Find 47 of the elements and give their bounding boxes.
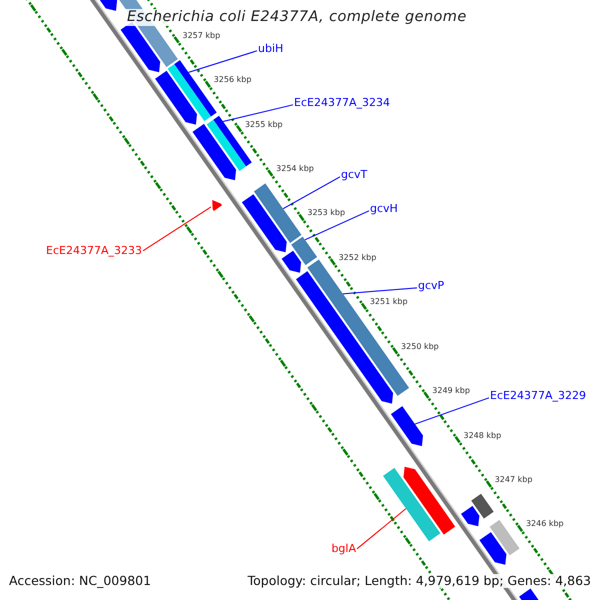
- gene-feature: [383, 468, 440, 542]
- leader-line: [356, 508, 406, 550]
- gene-feature: [206, 120, 246, 171]
- scale-label: 3250 kbp: [401, 342, 439, 351]
- gene-label: gcvT: [341, 168, 368, 182]
- gene-label: EcE24377A_3229: [490, 390, 586, 402]
- scale-label: 3246 kbp: [526, 519, 564, 529]
- scale-label: 3257 kbp: [182, 30, 220, 40]
- gene-feature: [282, 250, 302, 273]
- leader-line: [342, 287, 418, 294]
- gene-label: gcvH: [370, 202, 398, 216]
- scale-label: 3248 kbp: [463, 430, 502, 440]
- scale-label: 3247 kbp: [494, 474, 532, 484]
- gene-label: gcvP: [418, 280, 444, 292]
- leader-line: [142, 206, 212, 252]
- scale-label: 3253 kbp: [307, 208, 346, 218]
- gene-feature: [242, 194, 287, 252]
- leader-line: [414, 397, 490, 425]
- accession-text: Accession: NC_009801: [9, 574, 152, 588]
- gene-label: bglA: [331, 542, 356, 556]
- gene-feature: [490, 520, 520, 556]
- gene-label: EcE24377A_3234: [294, 96, 390, 110]
- genome-info-text: Topology: circular; Length: 4,979,619 bp; Genes: 4,863: [248, 574, 591, 588]
- gene-feature: [461, 506, 480, 526]
- gene-label: EcE24377A_3233: [46, 244, 142, 258]
- scale-label: 3254 kbp: [276, 164, 314, 174]
- leader-line: [222, 104, 294, 122]
- scale-label: 3249 kbp: [432, 386, 470, 396]
- gene-feature: [404, 466, 456, 535]
- gene-feature: [155, 70, 197, 125]
- gene-feature: [390, 406, 423, 446]
- gene-feature: [479, 532, 506, 565]
- gene-label: ubiH: [258, 42, 284, 56]
- scale-label: 3255 kbp: [244, 120, 283, 129]
- scale-label: 3252 kbp: [338, 252, 376, 262]
- gene-feature: [168, 64, 211, 122]
- scale-label: 3251 kbp: [370, 297, 408, 306]
- gene-feature: [296, 271, 394, 404]
- gene-feature: [291, 236, 318, 266]
- gene-feature: [254, 183, 302, 243]
- leader-line: [304, 210, 370, 240]
- gene-feature: [192, 124, 236, 180]
- gene-feature: [212, 200, 222, 211]
- leader-line: [282, 176, 340, 210]
- scale-label: 3256 kbp: [214, 75, 252, 84]
- gene-feature: [471, 494, 494, 519]
- leader-line: [188, 50, 258, 73]
